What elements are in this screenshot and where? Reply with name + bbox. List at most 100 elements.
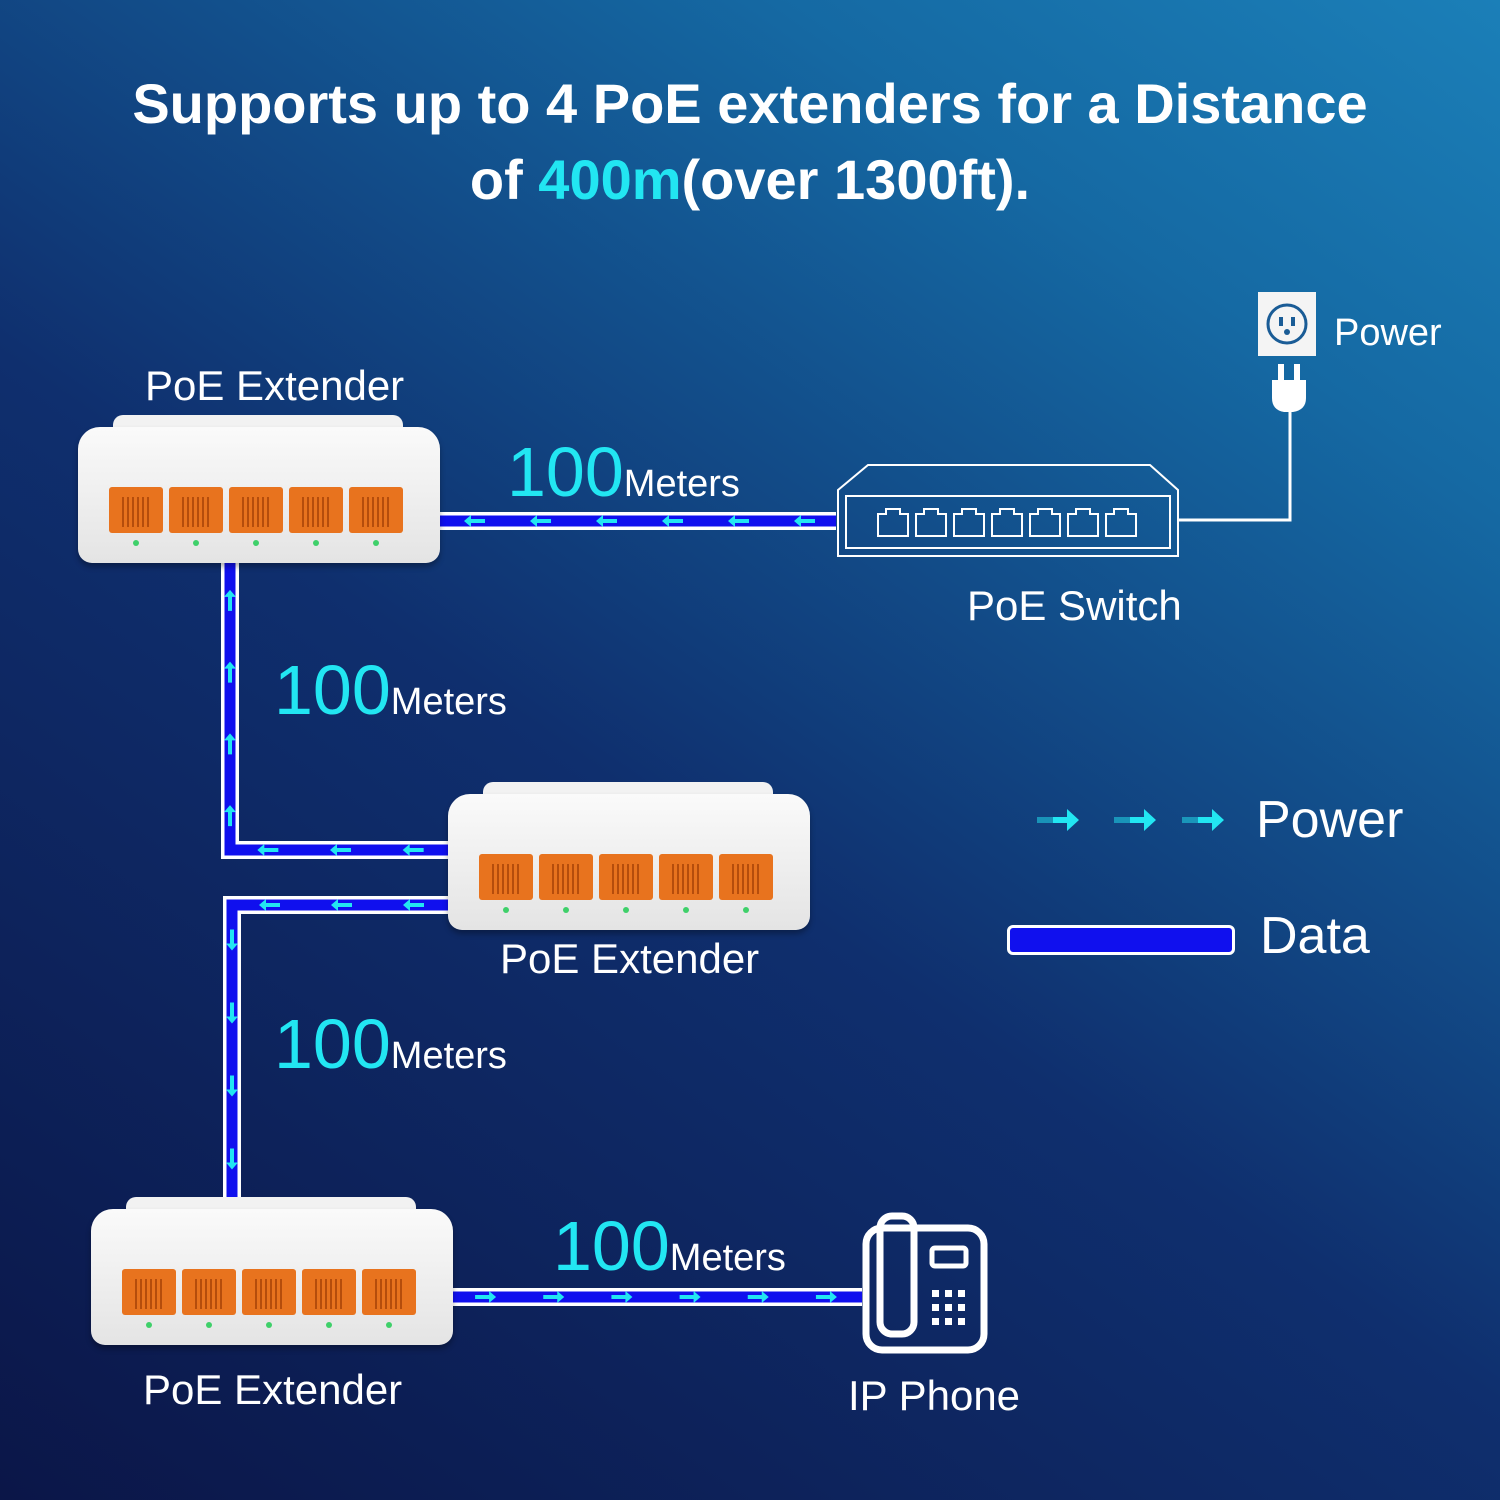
power-arrow <box>226 1002 238 1024</box>
status-led <box>326 1322 332 1328</box>
power-arrow <box>226 929 238 951</box>
power-arrow <box>815 1291 837 1303</box>
plug-icon <box>1272 380 1306 412</box>
power-arrow <box>257 844 279 856</box>
status-led <box>253 540 259 546</box>
power-arrow <box>679 1291 701 1303</box>
phone-handset <box>876 1212 918 1338</box>
headline: Supports up to 4 PoE extenders for a Dis… <box>0 66 1500 218</box>
distance-unit: Meters <box>623 463 740 505</box>
poe-switch <box>837 464 1179 557</box>
ethernet-port-icon <box>362 1269 416 1315</box>
phone-label: IP Phone <box>848 1372 1021 1419</box>
power-arrow <box>224 733 236 755</box>
status-led <box>683 907 689 913</box>
legend-arrow-trail <box>1114 817 1132 823</box>
distance-unit: Meters <box>390 681 507 723</box>
ethernet-port-icon <box>659 854 713 900</box>
outlet-slot <box>1279 317 1283 326</box>
ethernet-port-icon <box>479 854 533 900</box>
status-led <box>503 907 509 913</box>
power-arrow <box>596 515 617 527</box>
extender-2-label: PoE Extender <box>500 935 760 982</box>
switch-port-icon <box>877 508 909 537</box>
switch-label: PoE Switch <box>967 582 1182 629</box>
power-arrow <box>475 1291 497 1303</box>
outlet-ground <box>1284 329 1290 335</box>
power-arrow <box>224 589 236 611</box>
headline-of: of <box>469 148 539 211</box>
ethernet-port-icon <box>599 854 653 900</box>
power-arrow <box>226 1075 238 1097</box>
data-cable-2 <box>224 563 448 856</box>
distance-label-2: 100Meters <box>274 650 507 730</box>
plug-prong <box>1294 364 1300 382</box>
phone-key <box>958 1318 965 1325</box>
legend-power-label: Power <box>1256 791 1404 849</box>
phone-display <box>929 1245 969 1269</box>
headline-rest: (over 1300ft). <box>681 148 1031 211</box>
phone-key <box>958 1290 965 1297</box>
poe-extender-2 <box>448 782 810 930</box>
ethernet-port-icon <box>182 1269 236 1315</box>
distance-number: 100 <box>274 651 391 729</box>
distance-label-4: 100Meters <box>553 1206 786 1286</box>
power-arrow <box>794 515 815 527</box>
power-arrow <box>530 515 551 527</box>
legend-power-arrow-icon <box>1130 809 1156 831</box>
distance-unit: Meters <box>390 1035 507 1077</box>
phone-key <box>945 1290 952 1297</box>
plug-prong <box>1278 364 1284 382</box>
status-led <box>313 540 319 546</box>
switch-port-icon <box>991 508 1023 537</box>
status-led <box>563 907 569 913</box>
power-arrow <box>728 515 749 527</box>
power-arrow <box>226 1148 238 1170</box>
status-led <box>193 540 199 546</box>
power-arrow <box>224 661 236 683</box>
phone-key <box>932 1304 939 1311</box>
distance-label-1: 100Meters <box>507 432 740 512</box>
ethernet-port-icon <box>289 487 343 533</box>
status-led <box>206 1322 212 1328</box>
phone-key <box>932 1290 939 1297</box>
switch-port-icon <box>953 508 985 537</box>
status-led <box>743 907 749 913</box>
legend-arrow-trail <box>1037 817 1055 823</box>
phone-key <box>945 1304 952 1311</box>
status-led <box>266 1322 272 1328</box>
power-arrow <box>224 805 236 827</box>
phone-key <box>945 1318 952 1325</box>
poe-extender-3 <box>91 1197 453 1345</box>
power-arrow <box>464 515 485 527</box>
status-led <box>133 540 139 546</box>
distance-number: 100 <box>274 1005 391 1083</box>
distance-number: 100 <box>507 433 624 511</box>
data-cable-3 <box>226 899 448 1197</box>
extender-3-label: PoE Extender <box>143 1366 403 1413</box>
distance-unit: Meters <box>669 1237 786 1279</box>
ip-phone-icon <box>862 1224 988 1354</box>
power-arrow <box>403 899 424 911</box>
phone-key <box>958 1304 965 1311</box>
power-arrow <box>259 899 280 911</box>
switch-port-icon <box>915 508 947 537</box>
power-arrow <box>331 899 352 911</box>
status-led <box>373 540 379 546</box>
ethernet-port-icon <box>349 487 403 533</box>
legend-power-arrow-icon <box>1198 809 1224 831</box>
distance-label-3: 100Meters <box>274 1004 507 1084</box>
switch-port-icon <box>1067 508 1099 537</box>
ethernet-port-icon <box>539 854 593 900</box>
poe-extender-1 <box>78 415 440 563</box>
power-arrow <box>330 844 351 856</box>
ethernet-port-icon <box>122 1269 176 1315</box>
ethernet-port-icon <box>302 1269 356 1315</box>
power-arrow <box>543 1291 565 1303</box>
extender-1-label: PoE Extender <box>145 362 405 409</box>
legend-arrow-trail <box>1182 817 1200 823</box>
headline-line-2: of 400m(over 1300ft). <box>0 142 1500 218</box>
outlet-slot <box>1291 317 1295 326</box>
legend-data-label: Data <box>1260 907 1370 965</box>
